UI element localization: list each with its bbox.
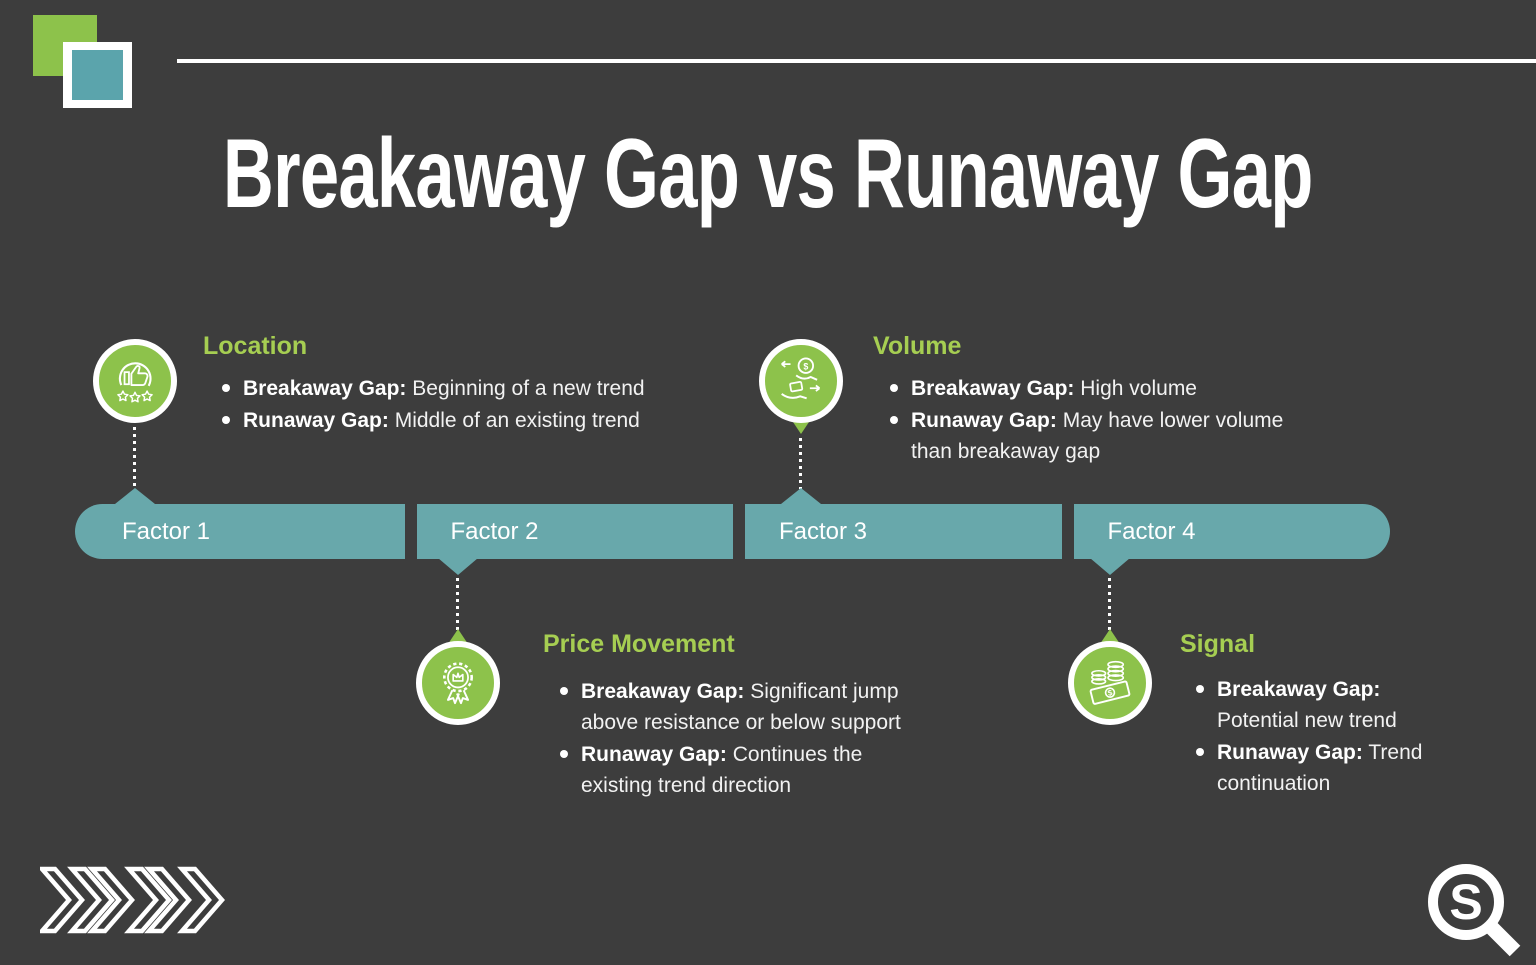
- section-bullets-price-movement: Breakaway Gap: Significant jump above re…: [560, 676, 932, 802]
- section-bullets-location: Breakaway Gap: Beginning of a new trend …: [222, 373, 702, 437]
- connector-dotted-line: [456, 578, 459, 630]
- money-exchange-icon: $: [759, 339, 843, 423]
- connector-dotted-line: [799, 438, 802, 489]
- svg-text:S: S: [1449, 874, 1482, 930]
- factor-bar-2: Factor 2: [416, 504, 733, 559]
- chevron-arrows-icon: [37, 866, 230, 939]
- section-heading-signal: Signal: [1180, 630, 1256, 658]
- section-bullets-signal: Breakaway Gap: Potential new trend Runaw…: [1196, 674, 1448, 800]
- section-heading-volume: Volume: [873, 332, 962, 360]
- factor-bar-4: Factor 4: [1073, 504, 1390, 559]
- bullet-item: Breakaway Gap: High volume: [890, 373, 1285, 404]
- bullet-item: Breakaway Gap: Beginning of a new trend: [222, 373, 702, 404]
- page-title: Breakaway Gap vs Runaway Gap: [0, 118, 1536, 228]
- bullet-item: Breakaway Gap: Significant jump above re…: [560, 676, 932, 738]
- brand-teal-square: [63, 42, 132, 108]
- page-title-text: Breakaway Gap vs Runaway Gap: [223, 118, 1313, 228]
- bullet-item: Runaway Gap: May have lower volume than …: [890, 405, 1285, 467]
- thumbs-up-stars-icon: [93, 339, 177, 423]
- factor-bar-1: Factor 1: [75, 504, 405, 559]
- section-bullets-volume: Breakaway Gap: High volume Runaway Gap: …: [890, 373, 1285, 468]
- bar-pointer-up: [115, 488, 155, 504]
- sq-magnifier-logo: S: [1424, 860, 1524, 965]
- bar-pointer-down: [438, 558, 478, 575]
- bar-pointer-down: [1090, 558, 1130, 575]
- section-heading-price-movement: Price Movement: [543, 630, 735, 658]
- cash-coins-icon: $: [1068, 641, 1152, 725]
- svg-text:$: $: [803, 361, 808, 371]
- bullet-item: Runaway Gap: Trend continuation: [1196, 737, 1448, 799]
- factor-bar-row: Factor 1 Factor 2 Factor 3 Factor 4: [75, 504, 1390, 559]
- section-heading-location: Location: [203, 332, 308, 360]
- bullet-item: Runaway Gap: Continues the existing tren…: [560, 739, 932, 801]
- bullet-item: Breakaway Gap: Potential new trend: [1196, 674, 1448, 736]
- award-ribbon-icon: [416, 641, 500, 725]
- bar-pointer-up: [781, 488, 821, 504]
- connector-dotted-line: [133, 427, 136, 489]
- bullet-item: Runaway Gap: Middle of an existing trend: [222, 405, 702, 436]
- header-rule: [177, 59, 1536, 63]
- svg-text:$: $: [1107, 688, 1114, 698]
- factor-bar-3: Factor 3: [745, 504, 1062, 559]
- connector-dotted-line: [1108, 578, 1111, 630]
